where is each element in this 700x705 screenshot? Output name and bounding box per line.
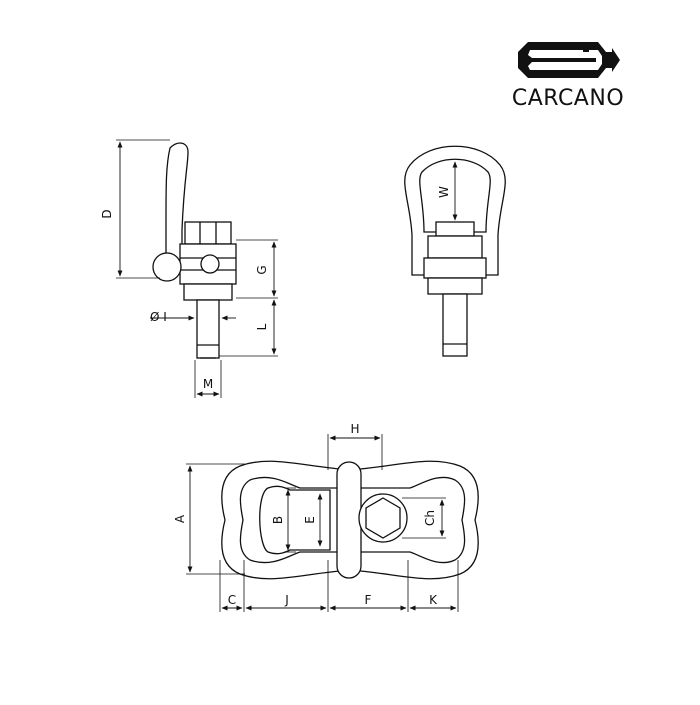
hex-nut (184, 221, 232, 245)
top-view (186, 434, 479, 612)
label-W: W (437, 186, 451, 198)
stud-front (442, 293, 468, 357)
label-H: H (350, 422, 359, 436)
label-L: L (255, 323, 269, 330)
front-view (404, 145, 506, 357)
label-M: M (203, 377, 213, 391)
label-J: J (284, 593, 289, 607)
label-E: E (303, 516, 317, 524)
side-view (116, 139, 278, 398)
base-flange (183, 283, 233, 301)
label-G: G (255, 265, 269, 274)
label-C: C (228, 593, 236, 607)
label-F: F (365, 593, 372, 607)
label-Ch: Ch (423, 510, 437, 526)
label-B: B (271, 516, 285, 524)
label-A: A (173, 514, 187, 523)
swivel-ring (152, 252, 182, 282)
label-I: Ø I (150, 310, 167, 324)
hex-nut-front (435, 221, 475, 237)
handle-shape (165, 142, 189, 273)
threaded-stud (196, 299, 220, 359)
brand-name: CARCANO (511, 86, 625, 111)
label-K: K (429, 593, 438, 607)
label-D: D (100, 209, 114, 218)
carcano-logo-icon (518, 42, 620, 78)
bail-top (336, 461, 362, 579)
